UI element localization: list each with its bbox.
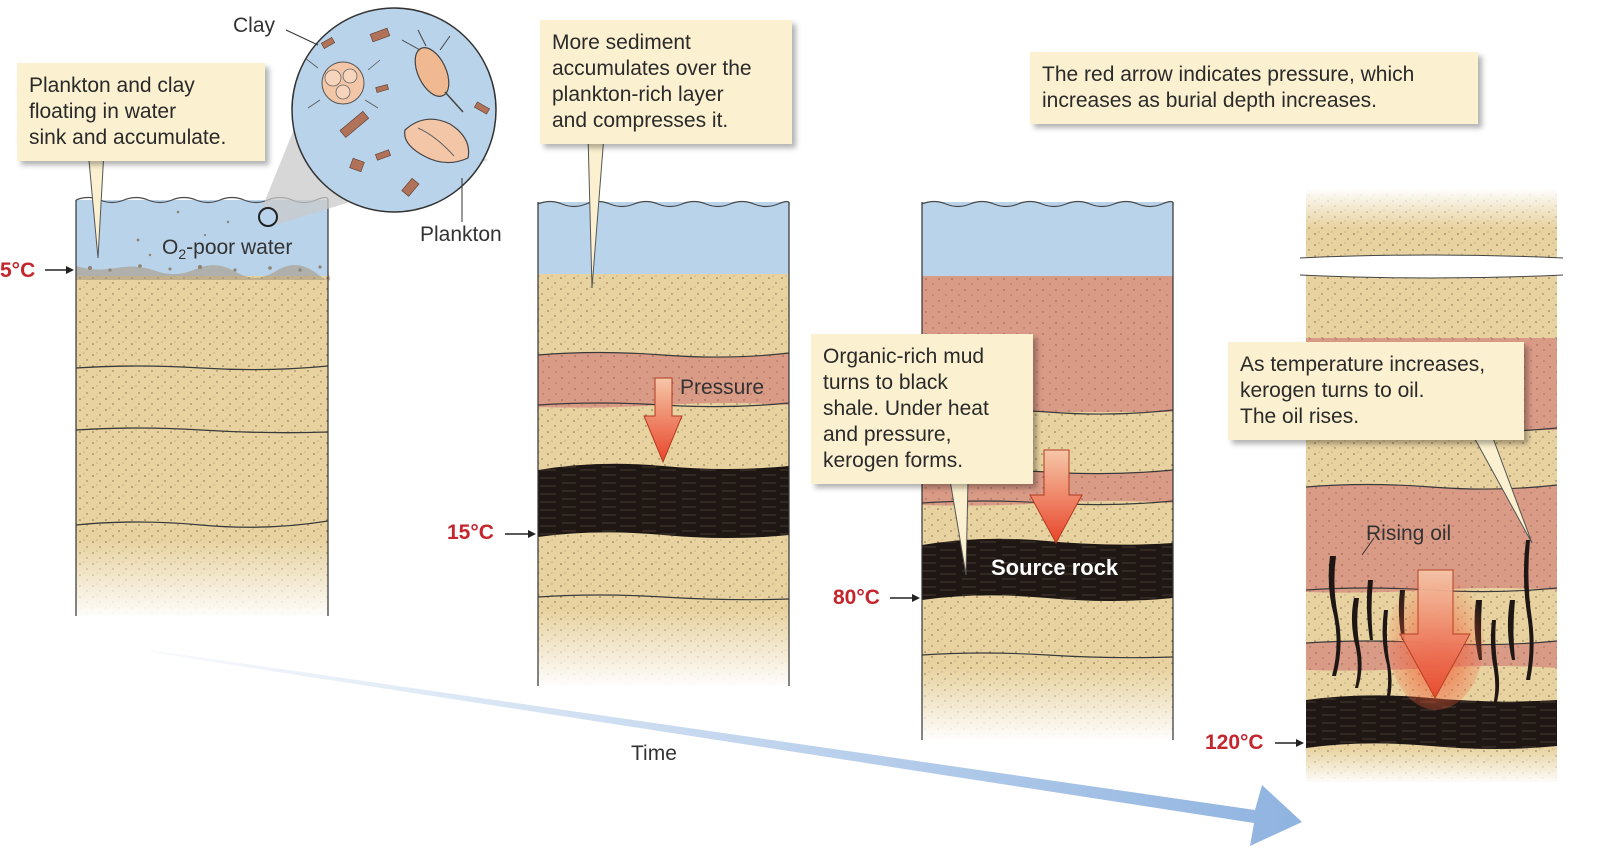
callout-sediment-compression: More sediment accumulates over the plank…: [540, 20, 792, 144]
rising-oil-label: Rising oil: [1366, 522, 1452, 545]
clay-label: Clay: [233, 14, 276, 37]
column-stage-2: [505, 200, 790, 688]
source-rock-label: Source rock: [991, 555, 1119, 580]
temperature-stage-2: 15°C: [447, 521, 494, 544]
temperature-stage-4: 120°C: [1205, 731, 1264, 754]
o2-poor-water-label: O2-poor water: [162, 236, 293, 263]
time-arrow-icon: [148, 650, 1302, 846]
callout-oil-rises: As temperature increases, kerogen turns …: [1228, 342, 1524, 440]
magnified-view: [258, 7, 497, 227]
plankton-label: Plankton: [420, 223, 502, 246]
pressure-arrow-icon: [1399, 569, 1471, 700]
temperature-stage-3: 80°C: [833, 586, 880, 609]
time-label: Time: [631, 742, 677, 765]
plankton-icon: [404, 118, 470, 164]
temperature-stage-1: 5°C: [0, 259, 36, 282]
pressure-label: Pressure: [680, 376, 765, 399]
pressure-arrow-icon: [643, 377, 683, 464]
column-stage-4: [1275, 188, 1564, 784]
plankton-icon: [304, 57, 381, 109]
callout-kerogen-forms: Organic-rich mud turns to black shale. U…: [811, 334, 1033, 484]
pressure-arrow-icon: [1029, 449, 1083, 545]
callout-pressure-explanation: The red arrow indicates pressure, which …: [1030, 52, 1478, 124]
plankton-icon: [401, 29, 464, 113]
callout-pointers: [87, 134, 1533, 576]
column-stage-1: [45, 196, 331, 620]
callout-sediment-sinking: Plankton and clay floating in water sink…: [17, 63, 265, 161]
clay-particle-icon: [320, 27, 490, 197]
